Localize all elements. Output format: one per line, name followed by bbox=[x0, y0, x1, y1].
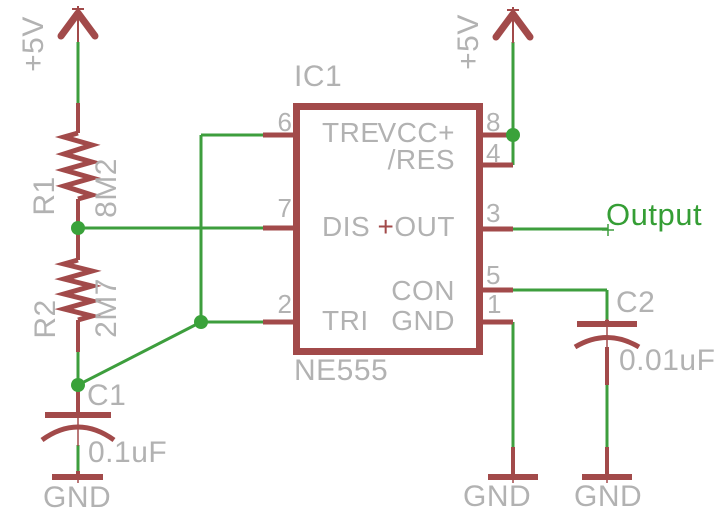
ic-designator: IC1 bbox=[294, 60, 343, 93]
pin-name-gnd: GND bbox=[391, 305, 455, 336]
c1-designator: C1 bbox=[87, 379, 127, 412]
pin-number-5: 5 bbox=[486, 260, 501, 290]
wire bbox=[77, 320, 202, 387]
pin-name-tri: TRI bbox=[322, 305, 369, 336]
pin-number-7: 7 bbox=[277, 193, 292, 223]
wires bbox=[76, 42, 609, 471]
r2-value: 2M7 bbox=[90, 278, 123, 338]
pin-name-out-text: OUT bbox=[394, 211, 455, 242]
junction-dot bbox=[194, 315, 208, 329]
gnd-label-middle: GND bbox=[463, 480, 532, 513]
junction-dot bbox=[506, 128, 520, 142]
junction-dot bbox=[71, 221, 85, 235]
r2-designator: R2 bbox=[29, 299, 62, 339]
pin-name-out: +OUT bbox=[378, 213, 455, 241]
pin-name-res: /RES bbox=[387, 144, 455, 175]
pin-name-vcc: VCC+ bbox=[377, 117, 455, 148]
ic-body bbox=[293, 103, 483, 355]
pin-stubs bbox=[263, 132, 513, 325]
pin-name-dis: DIS bbox=[322, 211, 371, 242]
c1-value: 0.1uF bbox=[88, 436, 168, 469]
pin-number-2: 2 bbox=[277, 289, 292, 319]
net-label-output: Output bbox=[606, 197, 703, 232]
output-origin-cross-icon bbox=[602, 224, 614, 236]
gnd-symbol-right bbox=[582, 447, 632, 483]
pin-number-8: 8 bbox=[486, 107, 501, 137]
pin-number-3: 3 bbox=[486, 198, 501, 228]
gnd-symbol-middle bbox=[488, 447, 538, 483]
pin-name-con: CON bbox=[391, 275, 455, 306]
pin-name-tre: TRE bbox=[322, 117, 380, 148]
resistor-r1-symbol bbox=[54, 103, 102, 228]
pin-number-6: 6 bbox=[277, 107, 292, 137]
ic-origin-cross-icon: + bbox=[377, 211, 395, 242]
r1-designator: R1 bbox=[28, 176, 61, 216]
gnd-label-left: GND bbox=[43, 481, 112, 514]
capacitor-c2-symbol bbox=[573, 319, 641, 385]
gnd-symbol-left bbox=[52, 471, 103, 483]
power-arrow-left-icon bbox=[57, 6, 99, 42]
pin-number-4: 4 bbox=[486, 138, 501, 168]
pin-number-1: 1 bbox=[487, 289, 502, 319]
power-label-left: +5V bbox=[17, 16, 50, 72]
power-arrow-right-icon bbox=[492, 7, 534, 43]
junctions bbox=[71, 128, 520, 392]
r1-value: 8M2 bbox=[90, 158, 123, 218]
resistor-r2-symbol bbox=[54, 228, 102, 352]
gnd-label-right: GND bbox=[574, 480, 643, 513]
ic-part: NE555 bbox=[294, 354, 389, 387]
c2-designator: C2 bbox=[616, 286, 656, 319]
junction-dot bbox=[71, 378, 85, 392]
c2-value: 0.01uF bbox=[619, 344, 716, 377]
power-label-right: +5V bbox=[452, 14, 485, 70]
